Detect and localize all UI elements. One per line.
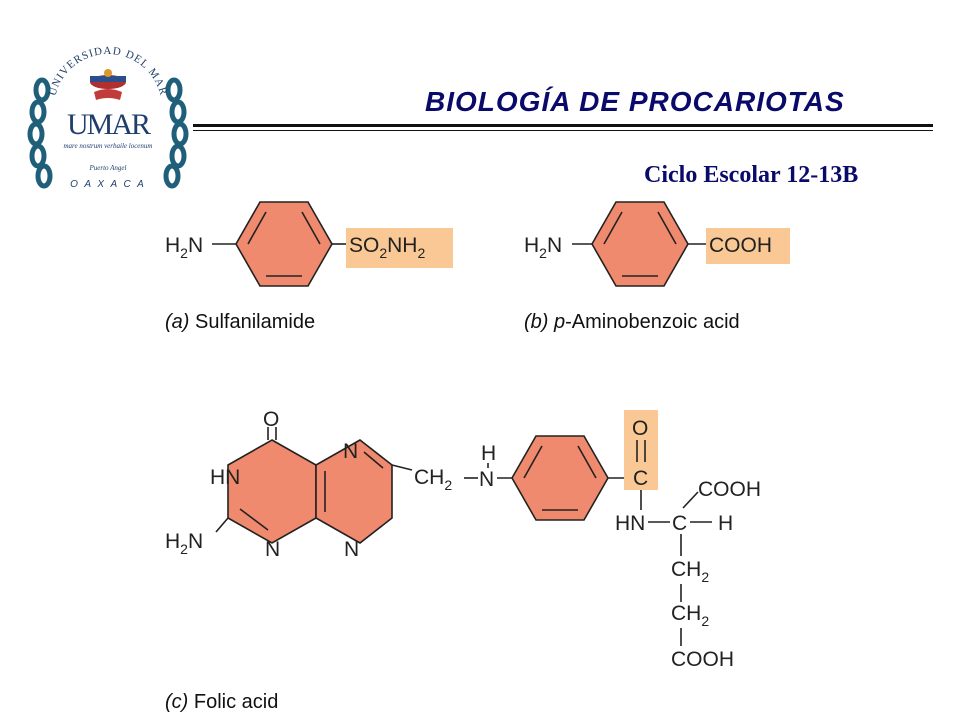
atom-c-ch2-a: CH2 bbox=[671, 558, 709, 585]
atom-c-h-amine: H bbox=[481, 442, 496, 465]
bond-ring-ch2 bbox=[391, 464, 413, 471]
page-subtitle: Ciclo Escolar 12-13B bbox=[644, 162, 859, 188]
atom-c-carbonyl-c: C bbox=[633, 467, 648, 490]
atom-c-o-top: O bbox=[263, 408, 279, 431]
atom-c-hn: HN bbox=[210, 466, 240, 489]
logo-motto: mare nostrum verbaile locenum bbox=[64, 142, 153, 150]
ring-c-inner-bonds bbox=[523, 445, 597, 511]
bond-c2-nh2 bbox=[215, 517, 229, 533]
atom-c-alpha-h: H bbox=[718, 512, 733, 535]
ring-b-inner-bonds bbox=[603, 211, 677, 277]
atom-a-so2nh2: SO2NH2 bbox=[349, 234, 425, 261]
atom-c-h2n: H2N bbox=[165, 530, 203, 557]
chain-border-left bbox=[27, 77, 53, 189]
caption-c: (c) Folic acid bbox=[165, 691, 278, 713]
ring-a-inner-bonds bbox=[247, 211, 321, 277]
atom-c-n-amine: N bbox=[479, 468, 494, 491]
logo-place: Puerto Angel bbox=[88, 164, 126, 172]
header-rule-thick bbox=[193, 124, 933, 127]
benzene-ring-b bbox=[591, 201, 689, 287]
bond-alpha-cooh bbox=[682, 491, 699, 509]
benzene-ring-a bbox=[235, 201, 333, 287]
atom-c-amide-hn: HN bbox=[615, 512, 645, 535]
benzene-ring-c bbox=[511, 435, 609, 521]
crest-emblem bbox=[90, 69, 126, 100]
atom-c-ch2-b: CH2 bbox=[671, 602, 709, 629]
chain-border-right bbox=[163, 77, 189, 189]
umar-logo: UNIVERSIDAD DEL MAR UMAR mare nostrum ve… bbox=[27, 45, 189, 190]
highlight-sulfonamide bbox=[346, 228, 453, 268]
header-rule-thin bbox=[193, 130, 933, 131]
atom-c-n-top: N bbox=[343, 440, 358, 463]
atom-b-cooh: COOH bbox=[709, 234, 772, 257]
atom-c-cooh-top: COOH bbox=[698, 478, 761, 501]
highlight-carbonyl bbox=[624, 410, 658, 490]
pyrimidine-ring bbox=[227, 439, 317, 544]
caption-b: (b) p-Aminobenzoic acid bbox=[524, 311, 740, 333]
atom-c-n-bottom-left: N bbox=[265, 538, 280, 561]
highlight-carboxyl bbox=[706, 228, 790, 264]
atom-a-h2n: H2N bbox=[165, 234, 203, 261]
atom-c-ch2: CH2 bbox=[414, 466, 452, 493]
atom-c-n-bottom-right: N bbox=[344, 538, 359, 561]
atom-c-alpha-c: C bbox=[672, 512, 687, 535]
logo-monogram: UMAR bbox=[67, 108, 151, 141]
bond-carbonyl-double bbox=[636, 440, 646, 462]
structure-sulfanilamide: H2N SO2NH2 (a) Sulfanilamide bbox=[165, 201, 453, 333]
atom-b-h2n: H2N bbox=[524, 234, 562, 261]
structure-folic-acid: O HN N N N H2N CH2 H N O C HN bbox=[165, 408, 761, 713]
page-title: BIOLOGÍA DE PROCARIOTAS bbox=[425, 86, 845, 117]
atom-c-carbonyl-o: O bbox=[632, 417, 648, 440]
caption-a: (a) Sulfanilamide bbox=[165, 311, 315, 333]
structure-paba: H2N COOH (b) p-Aminobenzoic acid bbox=[524, 201, 790, 333]
logo-state: O A X A C A bbox=[70, 179, 146, 190]
atom-c-cooh-bottom: COOH bbox=[671, 648, 734, 671]
pteridine-inner-bonds bbox=[239, 427, 384, 531]
